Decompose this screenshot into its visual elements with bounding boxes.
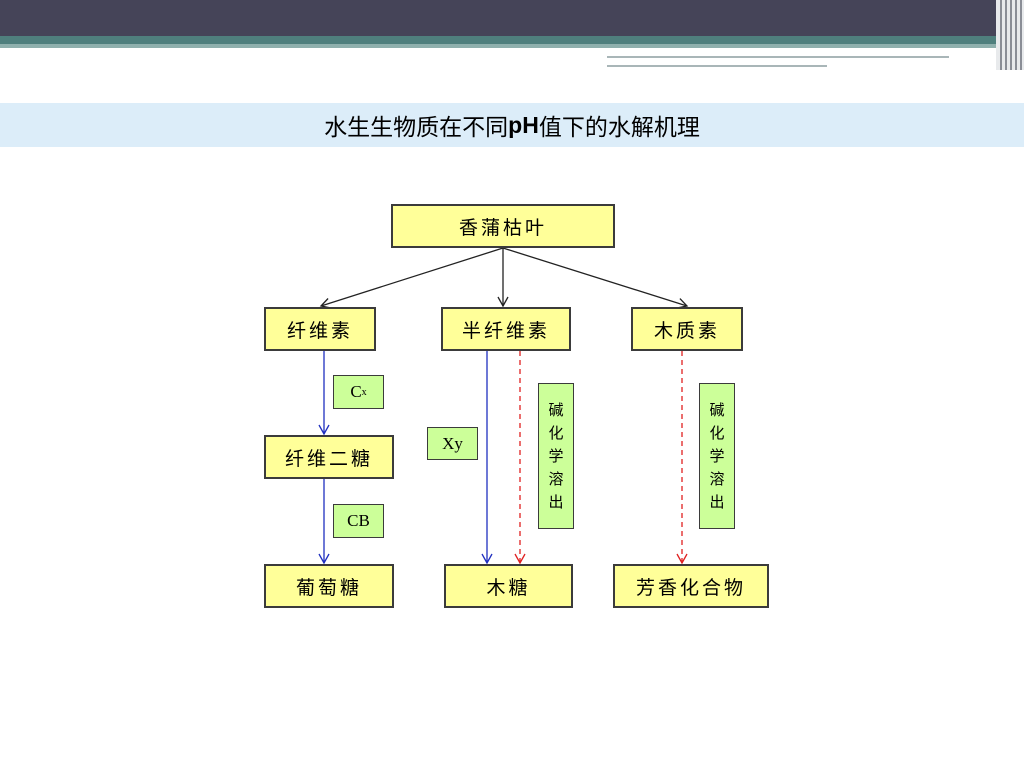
- node-cellulose: 纤维素: [264, 307, 376, 351]
- node-aromatics: 芳香化合物: [613, 564, 769, 608]
- enzyme-label-cb: CB: [333, 504, 384, 538]
- header-bar: [0, 0, 1024, 36]
- vlabel-char: 碱: [709, 400, 725, 419]
- vlabel-char: 出: [548, 492, 564, 511]
- node-glucose: 葡萄糖: [264, 564, 394, 608]
- header-stripes-decoration: [996, 0, 1024, 70]
- label-alkaline-dissolution-hemicellulose: 碱 化 学 溶 出: [538, 383, 574, 529]
- slide-title-ph: pH: [508, 111, 539, 138]
- vlabel-char: 化: [548, 423, 564, 442]
- header-accent-line: [607, 56, 949, 58]
- header-accent-line: [607, 65, 827, 67]
- arrow-root-to-lignin: [502, 247, 689, 309]
- vlabel-char: 出: [709, 492, 725, 511]
- node-lignin: 木质素: [631, 307, 743, 351]
- node-hemicellulose: 半纤维素: [441, 307, 571, 351]
- header-teal-light-stripe: [0, 44, 1000, 48]
- vlabel-char: 碱: [548, 400, 564, 419]
- slide-title-part1: 水生生物质在不同: [324, 115, 509, 141]
- node-xylose: 木糖: [444, 564, 573, 608]
- label-alkaline-dissolution-lignin: 碱 化 学 溶 出: [699, 383, 735, 529]
- arrow-root-to-cellulose: [319, 247, 504, 309]
- node-cellobiose: 纤维二糖: [264, 435, 394, 479]
- vlabel-char: 溶: [709, 469, 725, 488]
- slide-title-part2: 值下的水解机理: [538, 115, 700, 141]
- enzyme-label-cx-sub: x: [361, 386, 367, 398]
- enzyme-label-xy: Xy: [427, 427, 478, 460]
- vlabel-char: 学: [709, 446, 725, 465]
- enzyme-label-cx-main: C: [350, 382, 362, 401]
- vlabel-char: 溶: [548, 469, 564, 488]
- vlabel-char: 学: [548, 446, 564, 465]
- node-root-cattail-leaves: 香蒲枯叶: [391, 204, 615, 248]
- vlabel-char: 化: [709, 423, 725, 442]
- header-teal-stripe: [0, 36, 1000, 44]
